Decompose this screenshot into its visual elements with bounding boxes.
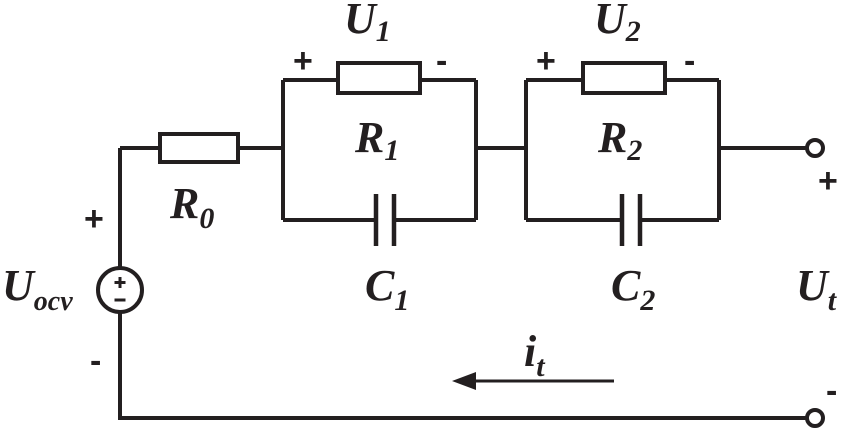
resistor-r2 <box>581 61 667 95</box>
sign-uocv-plus: + <box>84 200 104 238</box>
label-it: it <box>524 327 546 383</box>
capacitor-c1 <box>373 194 397 246</box>
resistor-r0 <box>158 132 240 164</box>
terminal-positive-icon <box>805 138 825 158</box>
sign-ut-plus: + <box>818 162 838 200</box>
sign-u1-plus: + <box>293 42 313 80</box>
terminal-negative-icon <box>805 408 825 428</box>
sign-u1-minus: - <box>436 42 447 80</box>
label-u1: U1 <box>344 0 391 48</box>
voltage-source-icon <box>96 266 144 314</box>
label-r1: R1 <box>354 113 399 167</box>
label-c1: C1 <box>365 261 409 317</box>
current-arrow-icon <box>452 372 614 390</box>
capacitor-c2 <box>619 194 643 246</box>
label-r0: R0 <box>169 179 214 235</box>
sign-u2-plus: + <box>536 42 556 80</box>
sign-ut-minus: - <box>826 372 837 410</box>
wires <box>118 78 808 420</box>
resistor-r1 <box>336 61 422 95</box>
label-ut: Ut <box>796 261 838 317</box>
wire-left-bottom <box>118 148 808 420</box>
sign-u2-minus: - <box>684 42 695 80</box>
label-c2: C2 <box>611 261 655 317</box>
label-r2: R2 <box>597 113 642 167</box>
label-u2: U2 <box>594 0 641 48</box>
sign-uocv-minus: - <box>90 342 101 380</box>
label-uocv: Uocv <box>2 261 73 317</box>
